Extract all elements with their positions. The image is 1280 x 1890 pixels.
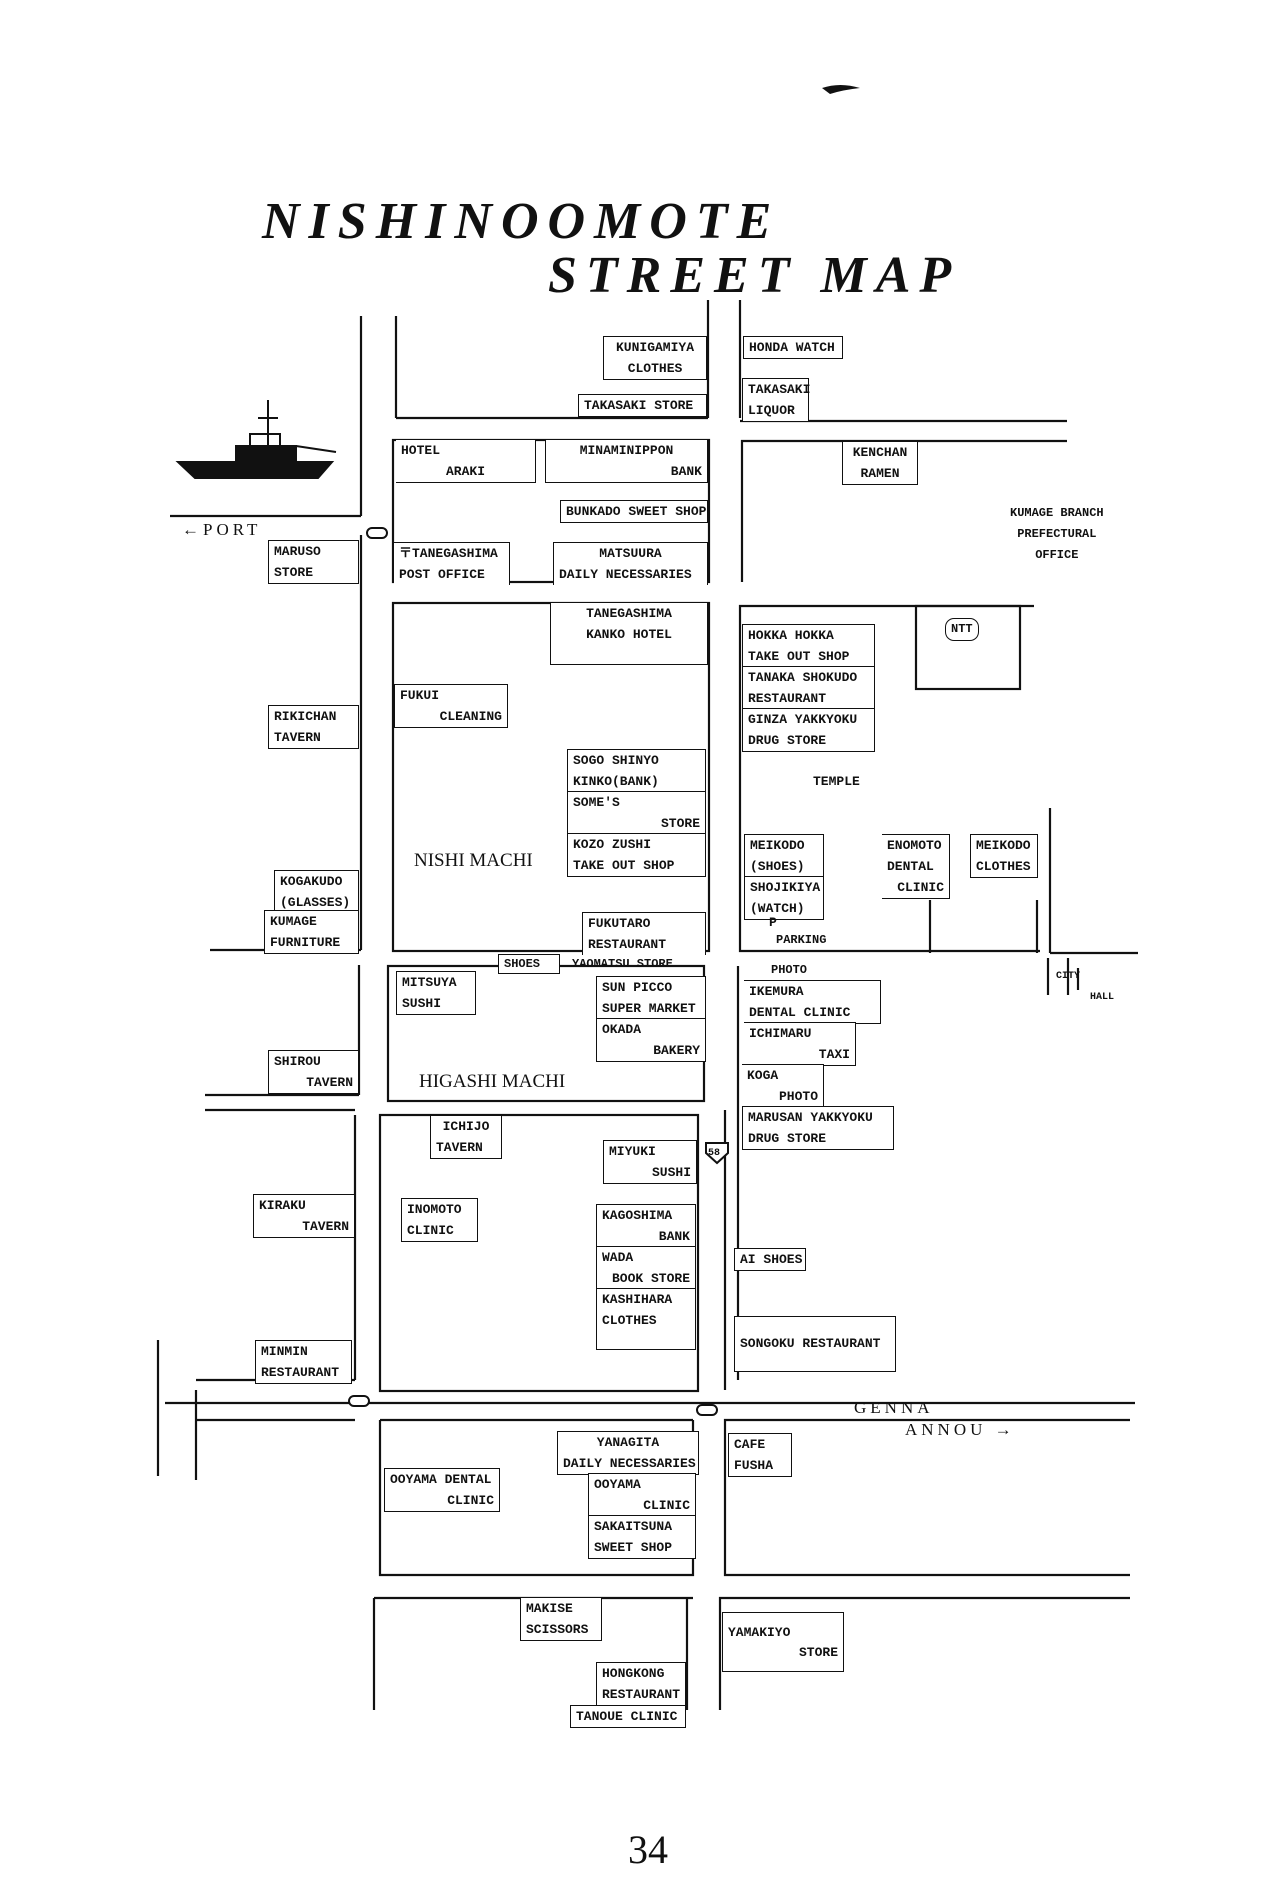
place-kogakudo-glasses: KOGAKUDO(GLASSES) [274, 870, 359, 914]
road-label-port: ←PORT [182, 520, 262, 539]
place-ai-shoes: AI SHOES [734, 1248, 806, 1271]
place-temple: TEMPLE [813, 774, 860, 789]
area-higashi-machi: HIGASHI MACHI [419, 1071, 566, 1092]
place-meikodo-shoes: MEIKODO(SHOES) [744, 834, 824, 878]
area-nishi-machi: NISHI MACHI [414, 850, 533, 871]
place-takasaki-store: TAKASAKI STORE [578, 394, 707, 417]
place-tanoue-clinic: TANOUE CLINIC [570, 1705, 686, 1728]
route-shield-icon [705, 1142, 729, 1165]
place-parking: PARKING [776, 933, 827, 947]
ship-icon [175, 400, 337, 479]
parking-icon: P [769, 915, 777, 930]
route-number: 58 [708, 1148, 721, 1159]
place-songoku-restaurant: SONGOKU RESTAURANT [734, 1316, 896, 1372]
place-bunkado-sweet-shop: BUNKADO SWEET SHOP [560, 500, 708, 523]
place-yaomatsu-store: YAOMATSU STORE [572, 957, 673, 971]
page-number: 34 [628, 1827, 668, 1872]
place-photo: PHOTO [771, 963, 808, 977]
map-title-line2: STREET MAP [548, 247, 961, 304]
road-label-genna: GENNA [854, 1398, 934, 1417]
road-label-annou: ANNOU → [905, 1420, 1016, 1439]
map-title-line1: NISHINOOMOTE [262, 193, 781, 250]
place-honda-watch: HONDA WATCH [743, 336, 843, 359]
place-shoes: SHOES [498, 954, 560, 974]
place-shojikiya-watch: SHOJIKIYA(WATCH) [744, 876, 824, 920]
ntt-label: NTT [945, 618, 979, 641]
print-mark [822, 85, 860, 94]
